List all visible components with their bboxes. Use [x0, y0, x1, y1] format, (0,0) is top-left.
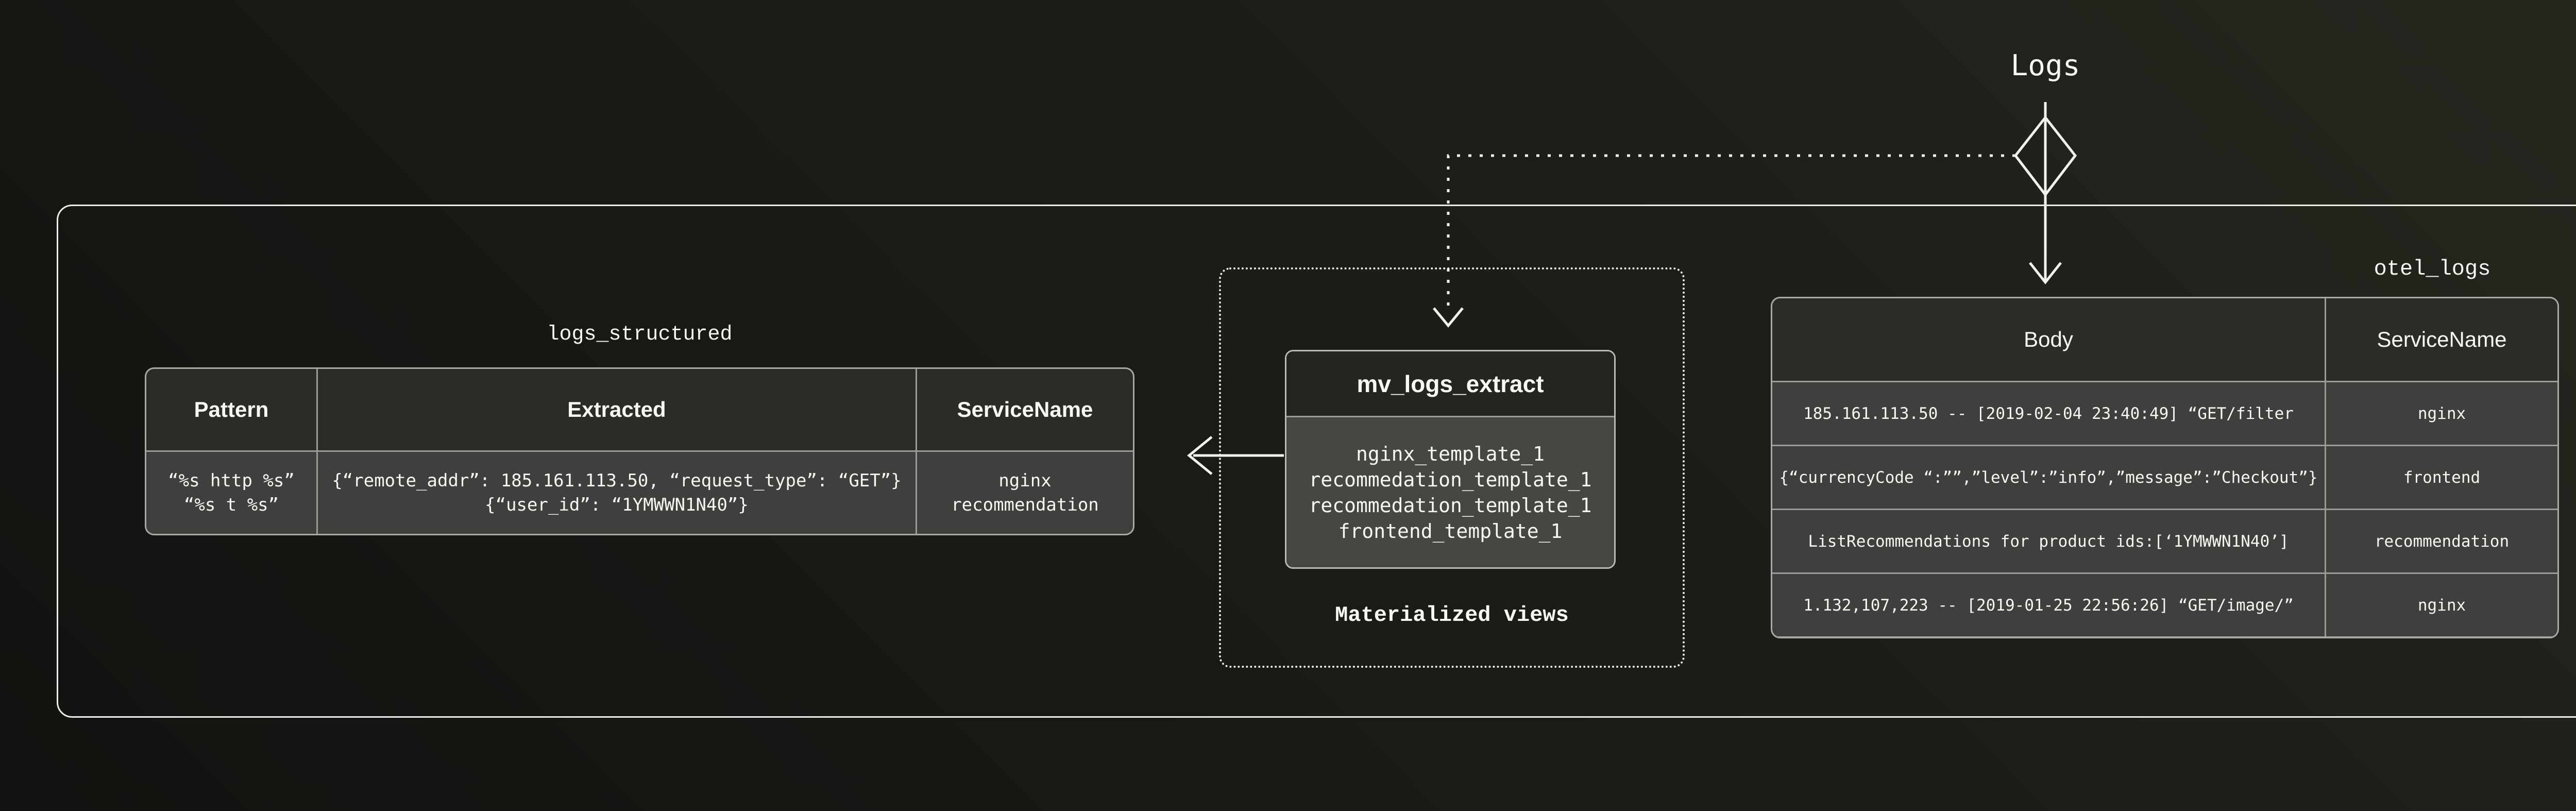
servicename-line: nginx	[998, 470, 1052, 491]
materialized-views-caption: Materialized views	[1335, 603, 1569, 628]
diamond-junction-icon	[2013, 115, 2077, 197]
log-service-cell: recommendation	[2326, 510, 2557, 572]
log-service-cell: frontend	[2326, 446, 2557, 509]
column-header-pattern: Pattern	[146, 369, 316, 450]
column-header-body: Body	[1772, 298, 2325, 381]
log-body-cell: {“currencyCode “:””,”level”:”info”,”mess…	[1772, 446, 2325, 509]
servicename-line: recommendation	[951, 494, 1099, 515]
template-item: recommedation_template_1	[1309, 494, 1592, 517]
template-item: frontend_template_1	[1338, 519, 1563, 543]
logs-structured-title: logs_structured	[547, 323, 733, 346]
template-item: nginx_template_1	[1355, 442, 1545, 465]
log-service-cell: nginx	[2326, 382, 2557, 445]
extracted-line: {“user_id”: “1YMWWN1N40”}	[485, 494, 749, 515]
pattern-line: “%s http %s”	[168, 470, 295, 491]
log-body-cell: 1.132,107,223 -- [2019-01-25 22:56:26] “…	[1772, 574, 2325, 636]
pattern-cell: “%s http %s” “%s t %s”	[146, 452, 316, 534]
mv-box-title: mv_logs_extract	[1286, 351, 1614, 417]
logs-source-label: Logs	[2010, 49, 2080, 82]
log-service-cell: nginx	[2326, 574, 2557, 636]
mv-template-list: nginx_template_1 recommedation_template_…	[1286, 417, 1614, 567]
extracted-line: {“remote_addr”: 185.161.113.50, “request…	[332, 470, 902, 491]
logs-structured-table: Pattern Extracted ServiceName “%s http %…	[145, 367, 1134, 535]
pipeline-container	[57, 205, 2576, 718]
column-header-extracted: Extracted	[318, 369, 916, 450]
log-body-cell: 185.161.113.50 -- [2019-02-04 23:40:49] …	[1772, 382, 2325, 445]
column-header-servicename: ServiceName	[2326, 298, 2557, 381]
materialized-views-group	[1219, 267, 1685, 668]
otel-logs-table: Body ServiceName 185.161.113.50 -- [2019…	[1771, 297, 2559, 638]
servicename-cell: nginx recommendation	[917, 452, 1133, 534]
otel-logs-title: otel_logs	[2374, 257, 2491, 281]
pattern-line: “%s t %s”	[183, 494, 279, 515]
mv-logs-extract-box: mv_logs_extract nginx_template_1 recomme…	[1285, 350, 1616, 569]
extracted-cell: {“remote_addr”: 185.161.113.50, “request…	[318, 452, 916, 534]
template-item: recommedation_template_1	[1309, 468, 1592, 491]
log-body-cell: ListRecommendations for product ids:[‘1Y…	[1772, 510, 2325, 572]
column-header-servicename: ServiceName	[917, 369, 1133, 450]
